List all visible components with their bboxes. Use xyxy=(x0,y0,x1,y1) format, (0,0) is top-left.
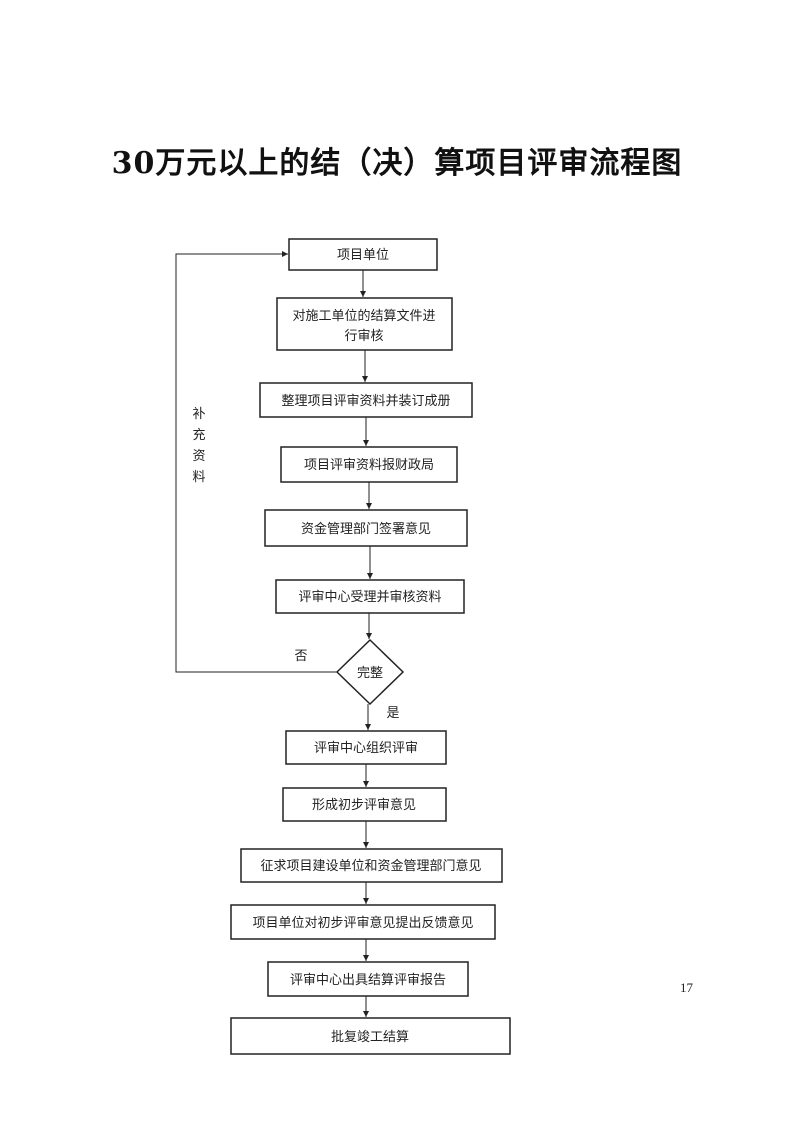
loop-label: 资 xyxy=(192,449,205,464)
step-label: 评审中心组织评审 xyxy=(314,741,418,756)
step-label: 形成初步评审意见 xyxy=(312,797,416,813)
step-label: 评审中心出具结算评审报告 xyxy=(290,973,446,988)
step-label: 项目单位对初步评审意见提出反馈意见 xyxy=(252,915,473,931)
loop-label: 料 xyxy=(192,470,205,485)
step-label: 整理项目评审资料并装订成册 xyxy=(281,394,450,409)
yes-label: 是 xyxy=(386,706,399,721)
loop-back-arrow xyxy=(175,251,337,673)
step-label: 对施工单位的结算文件进 xyxy=(292,308,435,324)
loop-label: 补 xyxy=(192,407,205,422)
page-number: 17 xyxy=(680,980,693,995)
loop-label: 充 xyxy=(192,427,205,443)
step-label: 批复竣工结算 xyxy=(331,1030,409,1045)
step-box-12 xyxy=(230,1017,511,1055)
step-label: 资金管理部门签署意见 xyxy=(301,521,431,537)
decision-diamond xyxy=(335,638,405,706)
step-box-11 xyxy=(267,961,469,997)
step-box-6 xyxy=(275,579,465,614)
step-label: 项目单位 xyxy=(337,248,389,263)
step-label: 征求项目建设单位和资金管理部门意见 xyxy=(260,858,481,874)
decision-label: 完整 xyxy=(357,666,383,681)
step-label: 评审中心受理并审核资料 xyxy=(298,590,441,605)
page-title: 30万元以上的结（决）算项目评审流程图 xyxy=(111,146,683,181)
step-box-8 xyxy=(282,787,447,822)
step-box-9 xyxy=(240,848,503,883)
step-box-5 xyxy=(264,509,468,547)
no-label: 否 xyxy=(294,649,307,664)
step-box-10 xyxy=(230,904,496,940)
step-label: 项目评审资料报财政局 xyxy=(304,458,434,473)
step-label: 行审核 xyxy=(344,329,383,344)
